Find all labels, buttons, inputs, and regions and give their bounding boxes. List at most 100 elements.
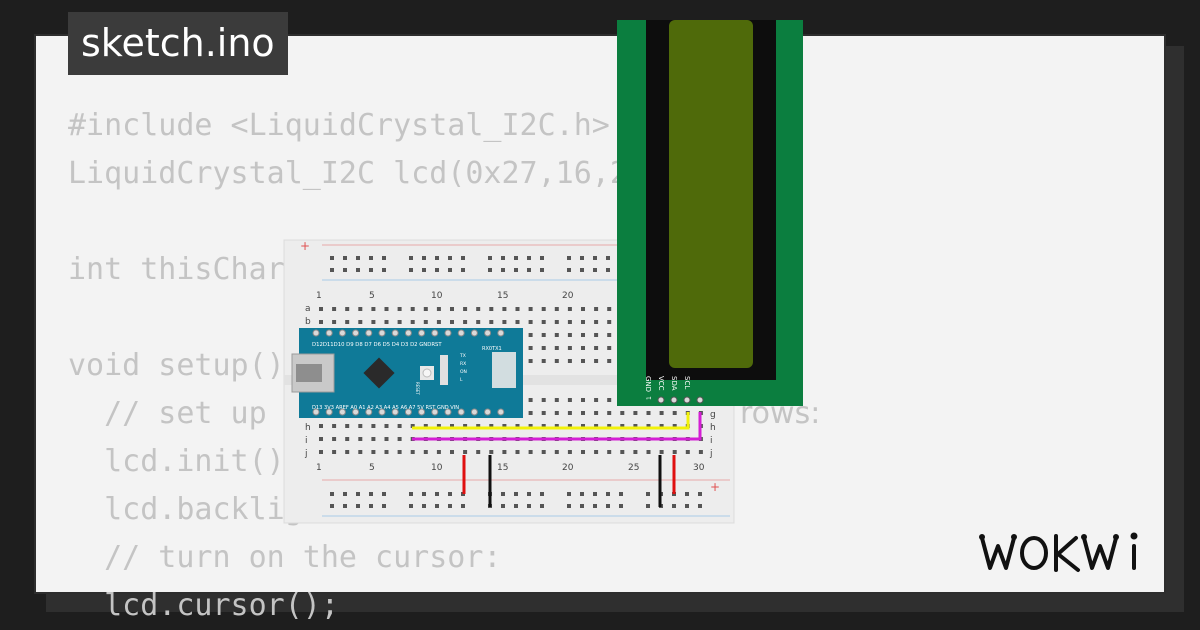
breadboard-hole: [581, 346, 585, 350]
breadboard-hole: [607, 333, 612, 337]
row-letter: b: [305, 317, 311, 327]
breadboard-hole: [620, 450, 625, 454]
nano-pin: [352, 408, 360, 416]
breadboard-hole: [607, 307, 612, 311]
row-letter: g: [710, 410, 716, 420]
lcd-pin: [657, 396, 665, 404]
breadboard-hole: [594, 320, 599, 324]
lcd-pin: [683, 396, 691, 404]
wire-magenta[interactable]: [412, 412, 702, 441]
breadboard-hole: [581, 398, 585, 402]
breadboard-hole: [514, 268, 518, 272]
breadboard-hole: [541, 307, 546, 311]
breadboard-hole: [345, 450, 350, 454]
wire-yellow[interactable]: [412, 412, 690, 430]
breadboard-hole: [685, 450, 690, 454]
breadboard-hole: [698, 450, 703, 454]
breadboard-hole: [685, 504, 689, 508]
breadboard-hole: [672, 411, 677, 415]
nano-pin: [497, 408, 505, 416]
breadboard-hole: [540, 256, 544, 260]
nano-pin: [418, 408, 426, 416]
breadboard-hole: [541, 450, 546, 454]
code-line: #include <LiquidCrystal_I2C.h>: [68, 108, 610, 143]
breadboard-hole: [528, 398, 533, 402]
arduino-nano[interactable]: RESET TX RX ON L D12D11D10 D9 D8 D7 D6 D…: [291, 328, 523, 418]
row-letter: i: [305, 436, 308, 446]
breadboard-hole: [436, 424, 441, 428]
lcd-pin-label: GND: [644, 376, 652, 392]
breadboard-hole: [515, 450, 520, 454]
breadboard-hole: [554, 307, 559, 311]
column-number: 5: [369, 463, 375, 473]
nano-pin: [378, 408, 386, 416]
breadboard-hole: [476, 424, 481, 428]
breadboard-hole: [528, 307, 533, 311]
breadboard-hole: [541, 398, 546, 402]
breadboard-hole: [384, 450, 389, 454]
breadboard-hole: [502, 450, 507, 454]
breadboard-hole: [580, 504, 584, 508]
column-number: 1: [316, 291, 322, 301]
breadboard-hole: [463, 320, 468, 324]
breadboard-hole: [672, 450, 677, 454]
nano-pin: [431, 329, 439, 337]
row-letter: j: [709, 449, 713, 459]
wokwi-logo[interactable]: [978, 528, 1150, 576]
breadboard-hole: [410, 307, 415, 311]
breadboard-hole: [554, 346, 559, 350]
breadboard-hole: [489, 424, 494, 428]
lcd-display[interactable]: 1 GND VCC SDA SCL: [617, 20, 803, 406]
breadboard-hole: [463, 307, 468, 311]
nano-pin: [457, 408, 465, 416]
breadboard-hole: [594, 307, 599, 311]
logo-dot: [1130, 532, 1138, 540]
breadboard-hole: [581, 450, 585, 454]
breadboard-labels: 1 5 10 15 20 a b h i j 1 5 10 15 20 25 3…: [304, 291, 716, 473]
row-letter: j: [304, 449, 308, 459]
breadboard-hole: [633, 450, 638, 454]
breadboard-hole: [371, 424, 376, 428]
breadboard-hole: [527, 256, 531, 260]
breadboard-hole: [567, 268, 571, 272]
breadboard-hole: [567, 256, 571, 260]
breadboard-hole: [528, 450, 533, 454]
breadboard-hole: [607, 346, 612, 350]
breadboard-hole: [463, 450, 468, 454]
column-number: 25: [628, 463, 639, 473]
breadboard-hole: [672, 424, 677, 428]
breadboard-hole: [606, 492, 610, 496]
breadboard-hole: [567, 450, 572, 454]
breadboard-hole: [382, 504, 386, 508]
breadboard-hole: [450, 307, 454, 311]
breadboard-hole: [633, 424, 638, 428]
breadboard-hole: [541, 333, 546, 337]
breadboard-hole: [409, 256, 413, 260]
breadboard-hole: [581, 320, 585, 324]
breadboard-hole: [567, 492, 571, 496]
lcd-screen: [669, 20, 753, 368]
breadboard-hole: [371, 437, 376, 441]
breadboard-hole: [397, 320, 402, 324]
nano-pin: [404, 329, 412, 337]
breadboard-hole: [371, 450, 376, 454]
breadboard-hole: [593, 256, 597, 260]
breadboard-hole: [358, 424, 363, 428]
breadboard-hole: [501, 256, 505, 260]
file-title[interactable]: sketch.ino: [68, 12, 288, 75]
breadboard-hole: [330, 504, 334, 508]
nano-pin: [338, 329, 346, 337]
breadboard-hole: [436, 450, 441, 454]
breadboard-hole: [528, 424, 533, 428]
breadboard-hole: [382, 492, 386, 496]
breadboard-hole: [554, 398, 559, 402]
breadboard-hole: [581, 307, 585, 311]
breadboard-hole: [358, 437, 363, 441]
breadboard-hole: [541, 411, 546, 415]
breadboard-hole: [409, 268, 413, 272]
breadboard-hole: [423, 320, 428, 324]
breadboard-hole: [422, 492, 426, 496]
breadboard-hole: [515, 307, 520, 311]
breadboard-hole: [620, 411, 625, 415]
column-number: 30: [693, 463, 705, 473]
